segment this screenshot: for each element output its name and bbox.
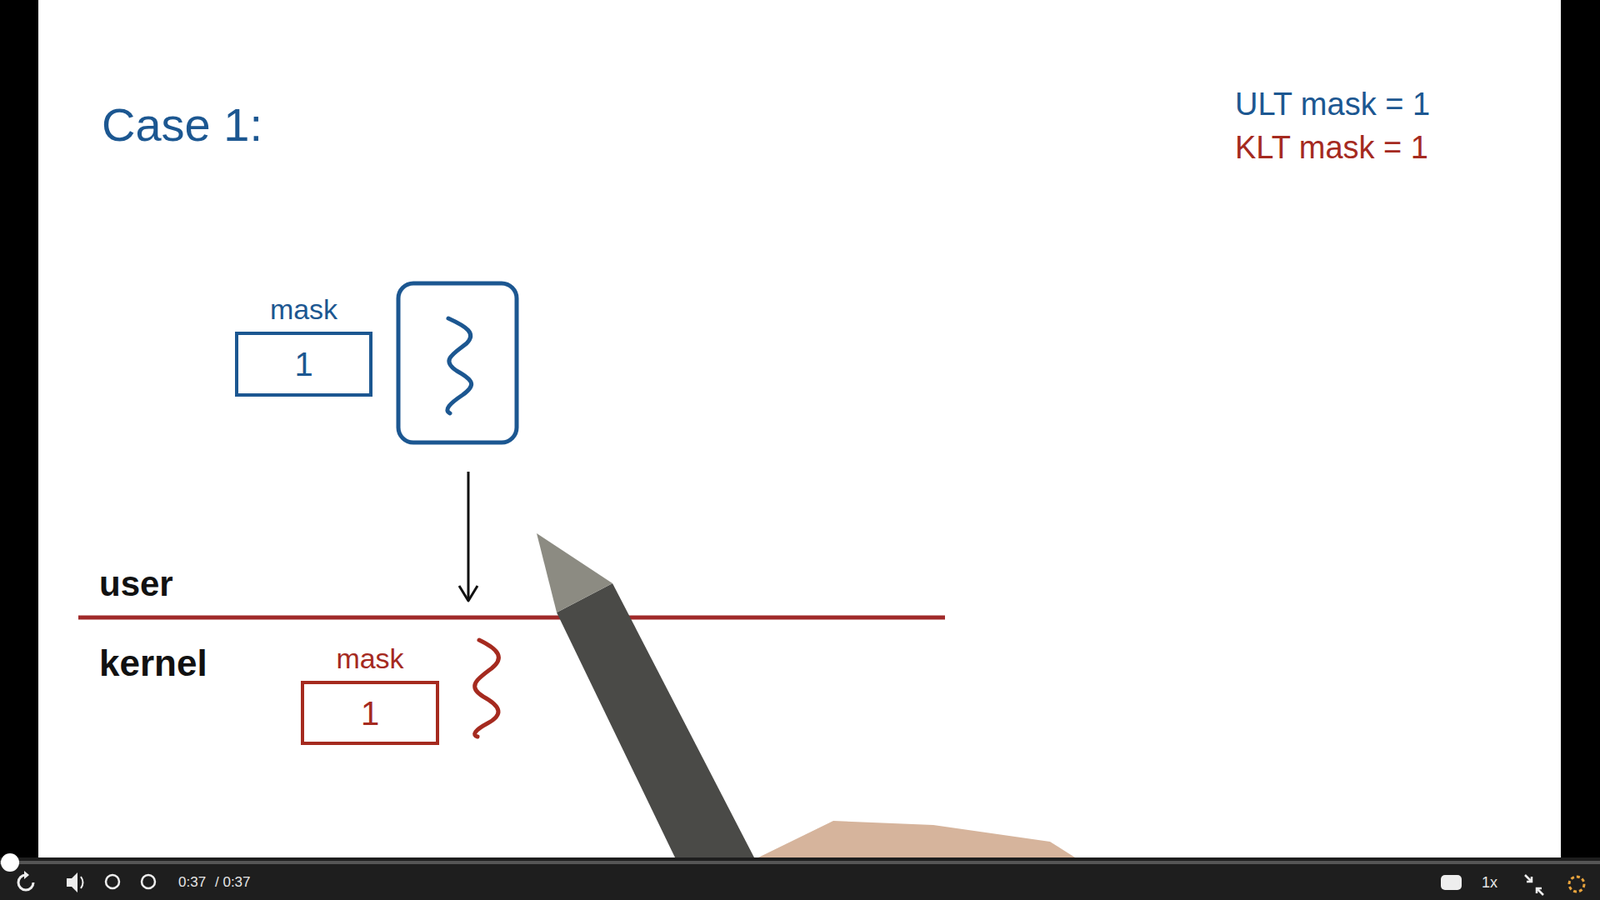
forward-icon — [141, 875, 155, 889]
volume-wave — [80, 876, 84, 889]
control-bar — [0, 857, 1600, 900]
klt-mask-note: KLT mask = 1 — [1235, 131, 1429, 164]
rewind-icon — [105, 875, 120, 889]
title: Case 1: — [101, 101, 263, 149]
pen-tip — [536, 533, 613, 613]
thread-squiggle — [447, 318, 472, 414]
mask-value: 1 — [294, 347, 313, 381]
hand — [758, 820, 1075, 858]
mask-box: mask1 — [235, 331, 373, 397]
whiteboard — [38, 0, 1561, 858]
thread-box — [398, 283, 517, 443]
arrow-line — [467, 471, 470, 600]
speed-label: 1x — [1481, 875, 1498, 890]
progress-track — [0, 860, 1600, 865]
replay-icon-head — [24, 870, 30, 880]
kernel-thread-squiggle — [475, 640, 500, 737]
volume-icon — [66, 872, 78, 893]
box-heading: mask — [238, 295, 370, 324]
box-heading: mask — [304, 644, 436, 673]
arrow-head — [459, 585, 478, 601]
ult-mask-note: ULT mask = 1 — [1235, 88, 1430, 120]
progress-knob — [0, 853, 20, 872]
mask-value: 1 — [360, 696, 380, 730]
mask-box: mask1 — [300, 680, 440, 745]
time-current: 0:37 — [178, 875, 206, 890]
cc-icon — [1440, 875, 1462, 890]
pen-body — [556, 583, 755, 858]
level-label: user — [99, 566, 174, 602]
time-total: / 0:37 — [215, 875, 251, 890]
level-label: kernel — [99, 645, 208, 682]
boundary-line — [78, 615, 945, 620]
fullscreen-icon — [1525, 875, 1544, 895]
logo-icon — [1569, 876, 1585, 892]
